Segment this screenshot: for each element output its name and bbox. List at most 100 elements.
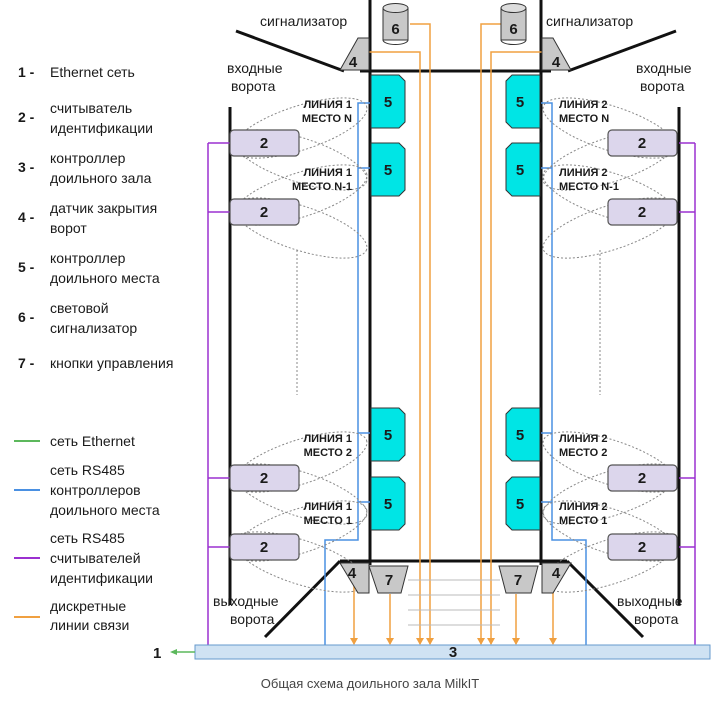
network-legend: сеть Ethernet сеть RS485 контроллеров до… — [14, 433, 160, 633]
signal-light-left-num: 6 — [391, 21, 399, 38]
reader-r4-box — [607, 533, 678, 561]
gate-sensor-top-right: 4 — [541, 37, 572, 71]
loop-l1b — [232, 129, 368, 191]
loop-l2a — [232, 164, 368, 226]
net-rs485c-text-a: сеть RS485 — [50, 462, 125, 478]
ethernet-num: 1 — [153, 645, 161, 662]
place-controller-l2: 5 — [370, 142, 406, 197]
gate-sensor-bottom-left-shape — [339, 562, 370, 594]
arrow-4 — [487, 638, 495, 645]
reader-l4-box — [229, 533, 300, 561]
signal-lights: 6 6 — [382, 3, 527, 45]
place-l3-seat: МЕСТО 2 — [304, 447, 352, 459]
gate-sensor-top-right-num: 4 — [552, 54, 561, 71]
legend-num-5: 5 - — [18, 259, 35, 275]
arrow-6 — [386, 638, 394, 645]
signal-label-left: сигнализатор — [260, 13, 347, 29]
reader-r4-num: 2 — [638, 539, 646, 556]
place-controller-r1-num: 5 — [516, 94, 524, 111]
reader-r3-num: 2 — [638, 470, 646, 487]
reader-r1-num: 2 — [638, 135, 646, 152]
exit-label-left-b: ворота — [230, 611, 275, 627]
reader-l3-box — [229, 464, 300, 492]
entry-label-right-b: ворота — [640, 78, 685, 94]
place-l1-line: ЛИНИЯ 1 — [303, 99, 352, 111]
place-controller-l4: 5 — [370, 476, 406, 531]
reader-r2-num: 2 — [638, 204, 646, 221]
place-controller-r2-num: 5 — [516, 162, 524, 179]
area-labels: сигнализатор сигнализатор входные ворота… — [213, 13, 692, 627]
reader-l2-box — [229, 198, 300, 226]
legend-num-3: 3 - — [18, 159, 35, 175]
reader-l1-box — [229, 129, 300, 157]
loop-l2b — [232, 197, 368, 259]
net-rs485r-text-b: считывателей — [50, 550, 141, 566]
arrow-5 — [350, 638, 358, 645]
entry-gate-right — [567, 29, 677, 73]
net-rs485r-text-c: идентификации — [50, 570, 153, 586]
arrow-1 — [426, 638, 434, 645]
place-controller-l2-box — [370, 142, 406, 197]
gate-sensor-bottom-right-num: 4 — [552, 565, 561, 582]
net-rs485r-text-a: сеть RS485 — [50, 530, 125, 546]
net-discrete-text-b: линии связи — [50, 617, 129, 633]
legend-text-7: кнопки управления — [50, 355, 173, 371]
place-r2-seat: МЕСТО N-1 — [559, 181, 619, 193]
reader-l1: 2 — [229, 129, 300, 157]
legend-num-4: 4 - — [18, 209, 35, 225]
reader-l1-num: 2 — [260, 135, 268, 152]
legend-text-3b: доильного зала — [50, 170, 152, 186]
place-r1-line: ЛИНИЯ 2 — [559, 99, 608, 111]
legend-num-2: 2 - — [18, 109, 35, 125]
gate-sensors: 4 4 4 4 — [339, 37, 572, 594]
gate-sensor-top-left: 4 — [339, 37, 370, 71]
reader-r4: 2 — [607, 533, 678, 561]
place-l1-seat: МЕСТО N — [302, 113, 352, 125]
gate-sensor-bottom-right: 4 — [541, 562, 572, 594]
legend-text-2b: идентификации — [50, 120, 153, 136]
place-controller-r4: 5 — [505, 476, 541, 531]
place-controller-r2-box — [505, 142, 541, 197]
place-r3-seat: МЕСТО 2 — [559, 447, 607, 459]
orange-signal-right — [480, 23, 501, 644]
ethernet-link: 1 — [153, 645, 195, 662]
loop-r2b — [542, 197, 678, 259]
signal-label-right: сигнализатор — [546, 13, 633, 29]
loop-l3a — [232, 431, 368, 493]
loop-l4a — [232, 500, 368, 562]
legend-text-4b: ворот — [50, 220, 87, 236]
gate-sensor-top-left-num: 4 — [349, 54, 358, 71]
place-labels: ЛИНИЯ 1 МЕСТО N ЛИНИЯ 1 МЕСТО N-1 ЛИНИЯ … — [292, 99, 619, 527]
blue-trunk-left — [324, 102, 370, 646]
gate-sensor-bottom-left-num: 4 — [348, 565, 357, 582]
place-controller-r3: 5 — [505, 407, 541, 462]
parlor-controller-num: 3 — [449, 644, 457, 661]
place-controller-l4-box — [370, 476, 406, 531]
entry-label-left-b: ворота — [231, 78, 276, 94]
legend-text-5b: доильного места — [50, 270, 160, 286]
readers: 2 2 2 2 2 2 2 2 — [229, 129, 678, 561]
place-controller-r1-box — [505, 74, 541, 129]
net-ethernet-text: сеть Ethernet — [50, 433, 135, 449]
reader-l3-num: 2 — [260, 470, 268, 487]
dotted-loops — [232, 97, 678, 593]
buttons-right: 7 — [498, 565, 539, 594]
signal-light-right-top — [500, 3, 527, 13]
loop-l1a — [232, 97, 368, 159]
entry-label-right-a: входные — [636, 60, 692, 76]
exit-gate-right — [565, 559, 645, 639]
buttons-left-shape — [368, 565, 409, 594]
net-rs485c-text-b: контроллеров — [50, 482, 141, 498]
ethernet-arrow — [170, 649, 177, 655]
orange-gate-left-top — [350, 51, 421, 644]
reader-r3: 2 — [607, 464, 678, 492]
rs485-controllers-wiring — [324, 102, 587, 646]
legend-text-1: Ethernet сеть — [50, 64, 135, 80]
parlor-controller: 3 — [194, 644, 711, 661]
signal-light-left-top — [382, 3, 409, 13]
reader-l2-num: 2 — [260, 204, 268, 221]
buttons-right-num: 7 — [514, 572, 522, 589]
place-controller-r4-num: 5 — [516, 496, 524, 513]
reader-r3-box — [607, 464, 678, 492]
